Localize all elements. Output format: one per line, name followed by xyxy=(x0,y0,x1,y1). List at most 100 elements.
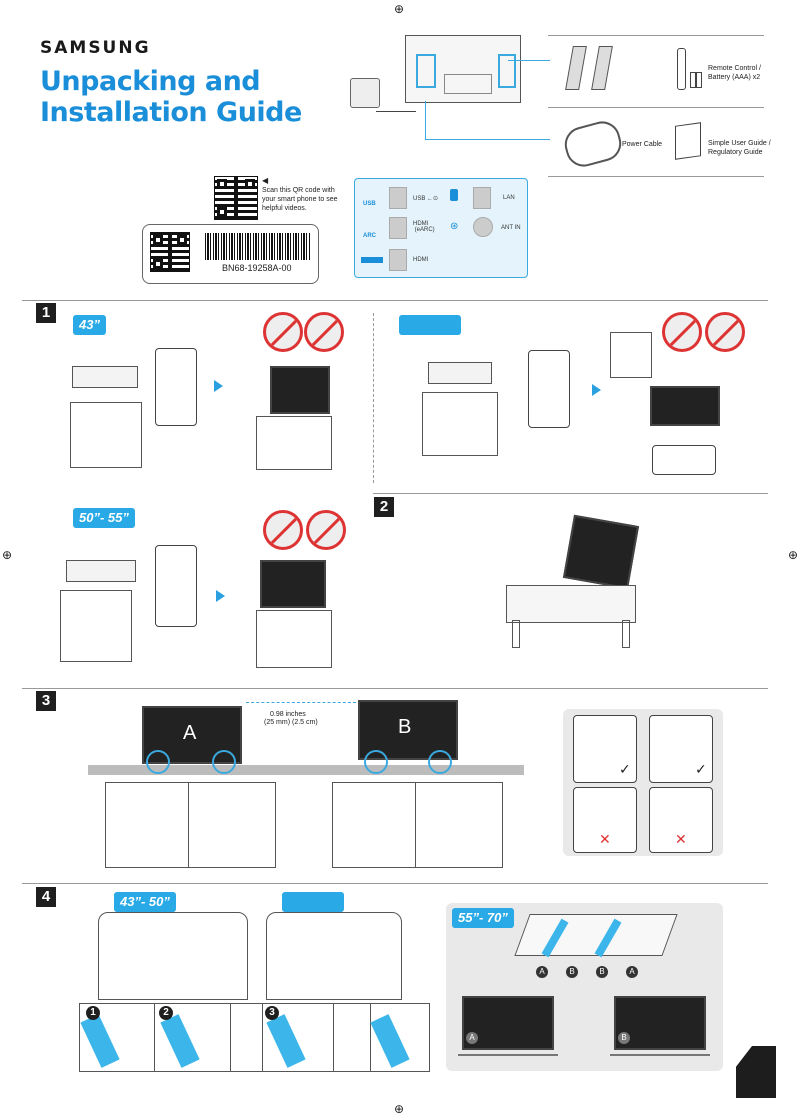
box-illustration-3 xyxy=(60,590,132,662)
registration-mark-top: ⊕ xyxy=(394,2,405,16)
title-line-1: Unpacking and xyxy=(40,66,261,97)
no-lay-flat-icon-2 xyxy=(662,312,702,352)
tv-tilt-illustration xyxy=(562,514,640,590)
tv-lift-illustration xyxy=(270,366,330,414)
step-3-badge: 3 xyxy=(36,691,56,711)
step-1-badge: 1 xyxy=(36,303,56,323)
cross-icon-2: ✕ xyxy=(675,831,687,847)
gap-measurement-line-1: 0.98 inches xyxy=(270,711,306,718)
size-tag-43: 43” xyxy=(73,315,106,335)
hdmi-earc-port-tile xyxy=(389,217,407,239)
usb-port-tile xyxy=(389,187,407,209)
correct-b-card xyxy=(649,715,713,783)
step-4-badge: 4 xyxy=(36,887,56,907)
tv-lift-illustration-3 xyxy=(260,560,326,608)
connector-line-2 xyxy=(508,60,550,61)
registration-mark-right: ⊕ xyxy=(788,548,799,562)
tv-stand-a-result xyxy=(462,996,554,1050)
arrow-right-icon xyxy=(214,380,223,392)
battery-icon xyxy=(690,72,696,88)
tv-back-illustration xyxy=(405,35,521,103)
orientation-check-panel: ✓ ✓ ✕ ✕ xyxy=(563,709,723,856)
tv-a-label: A xyxy=(183,722,197,744)
guide-book-icon xyxy=(675,122,701,160)
stand-type-label-4: A xyxy=(626,966,638,978)
stand-detail-a xyxy=(105,782,276,868)
remote-control-icon xyxy=(677,48,686,90)
tv-stand-a-letter: A xyxy=(466,1032,478,1044)
hdmi-earc-label: HDMI (eARC) xyxy=(413,221,435,233)
box-illustration-2 xyxy=(422,392,498,456)
size-tag-43-50: 43”- 50” xyxy=(114,892,176,912)
remote-label: Remote Control / Battery (AAA) x2 xyxy=(708,65,761,81)
size-tag-blank-2 xyxy=(282,892,344,912)
substep-3-badge: 3 xyxy=(265,1006,279,1020)
ports-panel: USB USB ←⊙ LAN ARC HDMI (eARC) ⊛ ANT IN … xyxy=(354,178,528,278)
section-2-divider xyxy=(373,493,768,494)
title-line-2: Installation Guide xyxy=(40,97,302,128)
stand-type-label-2: B xyxy=(566,966,578,978)
size-tag-blank-1 xyxy=(399,315,461,335)
stand-detail-b xyxy=(332,782,503,868)
antenna-port-label: ANT IN xyxy=(501,225,521,231)
connector-line-h xyxy=(425,139,550,140)
tv-b-label: B xyxy=(398,716,412,738)
correct-a-card xyxy=(573,715,637,783)
no-lay-flat-icon-3 xyxy=(263,510,303,550)
hdmi-icon xyxy=(361,257,383,263)
brand-logo: SAMSUNG xyxy=(40,38,151,58)
barcode-number: BN68-19258A-00 xyxy=(222,263,292,273)
section-4-divider xyxy=(22,883,768,884)
empty-box-illustration xyxy=(610,332,652,378)
section-1-divider xyxy=(22,300,768,301)
hdmi-port-label: HDMI xyxy=(413,257,429,263)
dashed-divider xyxy=(373,313,374,483)
arrow-left-icon: ◀ xyxy=(262,176,269,185)
no-press-screen-icon-2 xyxy=(705,312,745,352)
stand-type-label-1: A xyxy=(536,966,548,978)
foam-top-illustration-2 xyxy=(428,362,492,384)
stand-b-base xyxy=(610,1054,710,1056)
accessory-card-2 xyxy=(528,350,570,428)
usb-icon: USB xyxy=(363,201,376,207)
box-open-illustration-3 xyxy=(256,610,332,668)
assembly-steps-strip xyxy=(79,1003,430,1072)
no-press-screen-icon-3 xyxy=(306,510,346,550)
foot-circle-b2 xyxy=(428,750,452,774)
user-guide-label: Simple User Guide / Regulatory Guide xyxy=(708,140,771,156)
accessory-divider-bottom xyxy=(548,176,764,177)
table-leg-right xyxy=(622,620,630,648)
no-press-screen-icon xyxy=(304,312,344,352)
arrow-right-icon-2 xyxy=(592,384,601,396)
box-open-illustration xyxy=(256,416,332,470)
tv-lift-illustration-2 xyxy=(650,386,720,426)
check-icon: ✓ xyxy=(619,761,631,777)
battery-icon-2 xyxy=(696,72,702,88)
lan-icon xyxy=(450,189,458,201)
arc-icon: ARC xyxy=(363,233,376,239)
foam-top-illustration xyxy=(72,366,138,388)
stand-type-label-3: B xyxy=(596,966,608,978)
foot-circle-a2 xyxy=(212,750,236,774)
antenna-port-tile xyxy=(473,217,493,237)
barcode-bars xyxy=(205,233,311,260)
step-2-badge: 2 xyxy=(374,497,394,517)
box-illustration xyxy=(70,402,142,468)
connector-line xyxy=(425,101,426,139)
table-leg-left xyxy=(512,620,520,648)
tv-stand-b-result xyxy=(614,996,706,1050)
power-cord-line xyxy=(376,111,416,112)
power-cable-icon xyxy=(560,117,626,171)
registration-mark-bottom: ⊕ xyxy=(394,1102,405,1116)
small-qr-code xyxy=(150,232,190,272)
size-tag-50-55: 50”- 55” xyxy=(73,508,135,528)
no-lay-flat-icon xyxy=(263,312,303,352)
foot-circle-a1 xyxy=(146,750,170,774)
surface-bar xyxy=(88,765,524,775)
accessory-card-3 xyxy=(155,545,197,627)
accessory-divider-mid xyxy=(548,107,764,108)
size-tag-55-70: 55”- 70” xyxy=(452,908,514,928)
gap-measurement-line-2: (25 mm) (2.5 cm) xyxy=(264,719,318,726)
check-icon-2: ✓ xyxy=(695,761,707,777)
accessory-card xyxy=(155,348,197,426)
